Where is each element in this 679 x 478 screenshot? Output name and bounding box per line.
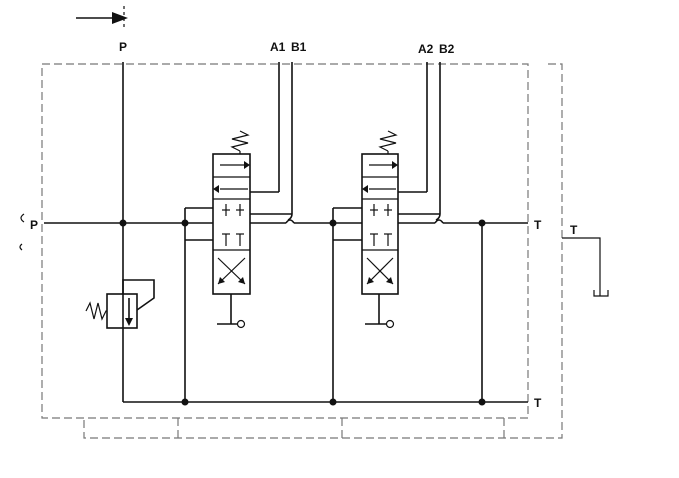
directional-control-valve-icon — [212, 62, 293, 329]
pressure-line — [44, 62, 528, 402]
directional-control-valve-icon — [361, 62, 441, 329]
port-label-a1: A1 — [270, 40, 286, 54]
port-label-p-top: P — [119, 40, 127, 54]
valve-block-boundary — [41, 63, 563, 439]
port-label-p-left: P — [30, 218, 38, 232]
tank-return-line — [123, 207, 528, 403]
flow-direction-arrow-icon — [76, 6, 128, 30]
pressure-relief-valve-icon — [85, 279, 155, 329]
junction-dots — [119, 219, 486, 406]
port-label-t-lower: T — [534, 396, 542, 410]
port-label-a2: A2 — [418, 42, 434, 56]
port-label-t-upper: T — [534, 218, 542, 232]
port-label-b1: B1 — [291, 40, 307, 54]
tank-reservoir-icon — [562, 237, 609, 297]
port-label-t-outside: T — [570, 223, 578, 237]
port-label-b2: B2 — [439, 42, 455, 56]
